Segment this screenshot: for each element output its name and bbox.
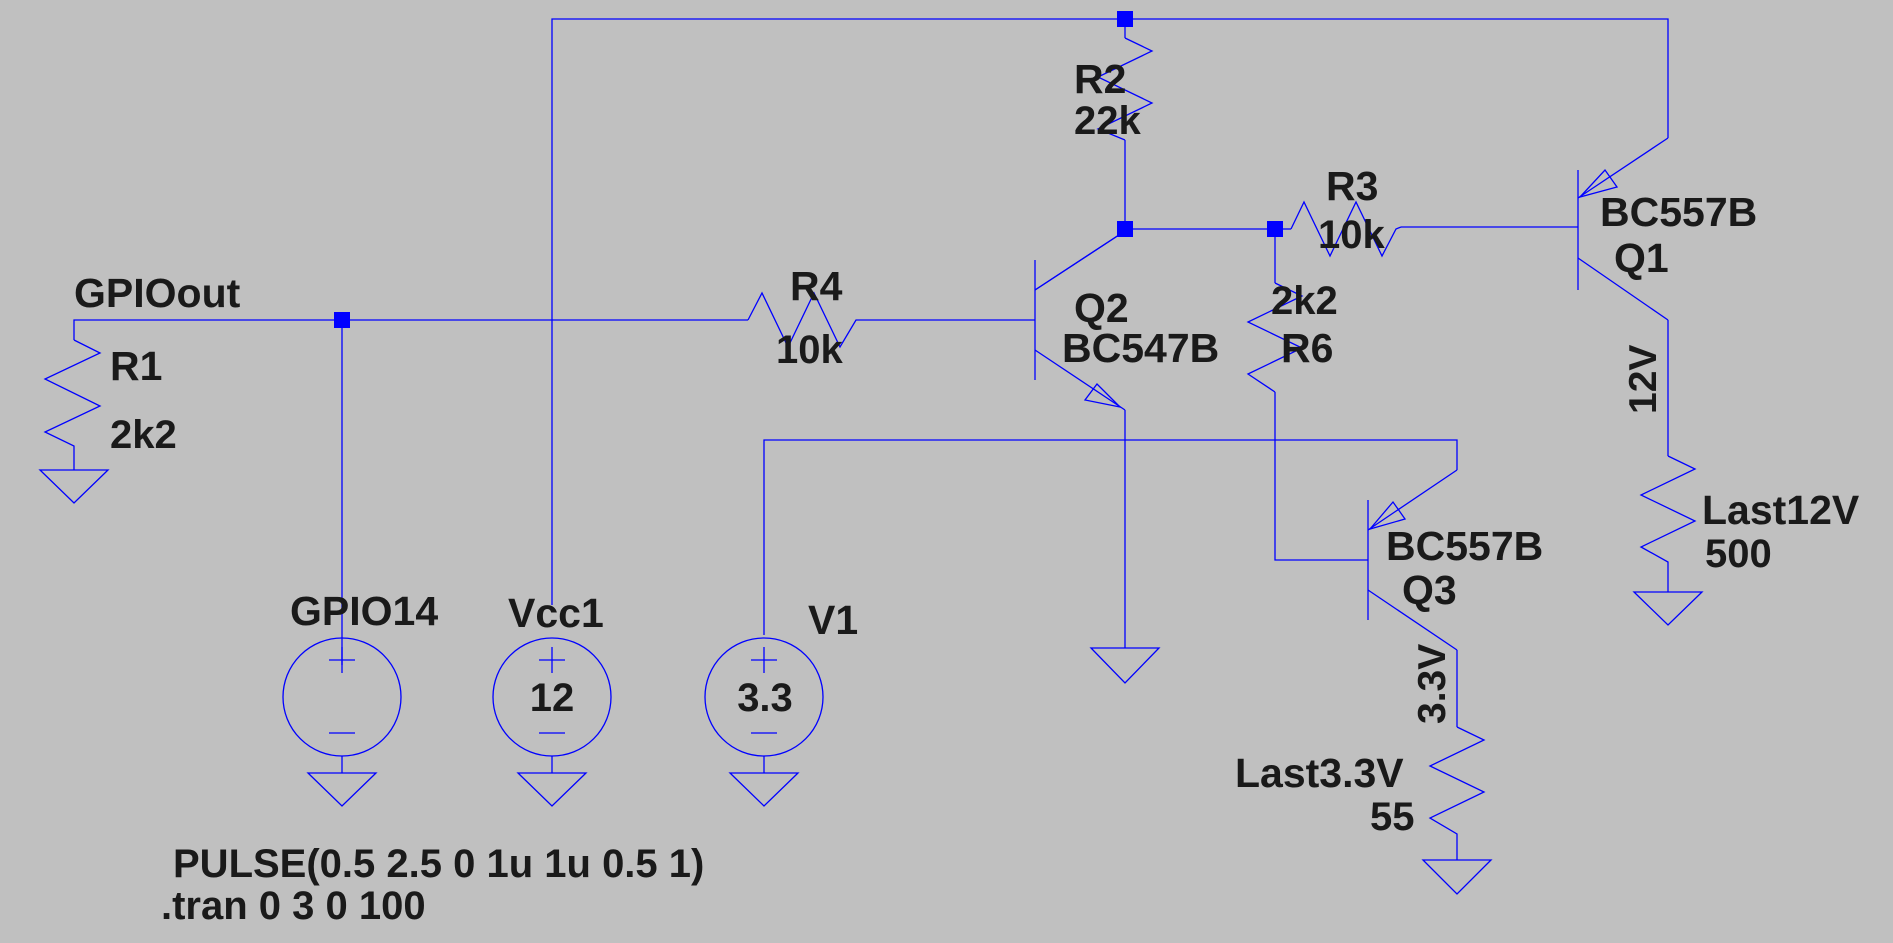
resistor-r3[interactable]: R3 10k — [1290, 163, 1402, 258]
resistor-r6-zigzag — [1246, 282, 1304, 393]
transistor-q1-arrow — [1577, 168, 1619, 199]
grounds — [38, 469, 1704, 895]
transistor-q3-collector — [1367, 589, 1458, 651]
transistor-q3-model: BC557B — [1386, 523, 1543, 569]
transistor-q1-collector — [1577, 257, 1669, 321]
transistor-q2-name: Q2 — [1074, 285, 1129, 331]
resistor-last3v3-name: Last3.3V — [1235, 750, 1404, 796]
wire-r6-q3-base — [1274, 392, 1368, 561]
resistor-r4[interactable]: R4 10k — [747, 263, 870, 372]
transistor-q2[interactable]: Q2 BC547B — [1034, 230, 1219, 411]
resistor-r1[interactable]: R1 2k2 — [43, 339, 177, 470]
transistor-q1-emitter — [1577, 137, 1669, 199]
tran-directive[interactable]: .tran 0 3 0 100 — [161, 884, 426, 928]
resistor-r1-zigzag — [43, 339, 102, 470]
transistor-q3[interactable]: BC557B Q3 — [1367, 469, 1543, 651]
source-vcc1-value: 12 — [530, 676, 575, 720]
source-vcc1-name: Vcc1 — [508, 590, 604, 636]
wire-gpioout — [73, 319, 748, 340]
net-label-12v: 12V — [1622, 345, 1665, 414]
transistor-q1-model: BC557B — [1600, 189, 1757, 235]
transistor-q1-name: Q1 — [1614, 235, 1669, 281]
resistor-last12v-zigzag — [1639, 455, 1697, 592]
transistor-q2-collector — [1034, 230, 1126, 291]
ground-icon-last12v — [1632, 591, 1704, 626]
resistor-r4-value: 10k — [776, 328, 843, 372]
transistor-q2-emitter — [1034, 349, 1126, 411]
resistor-r3-zigzag — [1290, 200, 1402, 258]
resistor-r2-name: R2 — [1074, 56, 1126, 102]
resistor-r6-value: 2k2 — [1271, 279, 1338, 323]
ground-icon-r1 — [38, 469, 110, 504]
ground-icon-last3v3 — [1421, 859, 1493, 895]
pulse-directive[interactable]: PULSE(0.5 2.5 0 1u 1u 0.5 1) — [173, 842, 704, 886]
resistor-last12v[interactable]: Last12V 500 — [1639, 455, 1860, 592]
resistor-r6-name: R6 — [1281, 325, 1333, 371]
junction-r6-r3-node — [1267, 221, 1283, 237]
ground-icon-q2 — [1089, 647, 1161, 684]
junctions — [334, 11, 1283, 328]
resistor-r6[interactable]: 2k2 R6 — [1246, 279, 1338, 393]
wire-top-rail — [551, 18, 1669, 605]
source-gpio14-name: GPIO14 — [290, 588, 438, 634]
resistor-r4-zigzag — [747, 291, 870, 349]
ground-icon-vcc1 — [516, 772, 588, 807]
resistor-r3-value: 10k — [1318, 213, 1385, 257]
transistor-q3-arrow — [1368, 500, 1407, 531]
resistor-r2-value: 22k — [1074, 99, 1141, 143]
source-gpio14[interactable]: GPIO14 — [282, 588, 438, 773]
source-vcc1[interactable]: 12 Vcc1 — [492, 590, 612, 773]
resistor-last3v3-zigzag — [1428, 726, 1486, 860]
wires — [73, 18, 1669, 727]
transistor-q3-name: Q3 — [1402, 567, 1457, 613]
resistor-last12v-name: Last12V — [1702, 487, 1860, 533]
source-v1-value: 3.3 — [737, 676, 793, 720]
junction-gpioout — [334, 312, 350, 328]
source-v1-name: V1 — [808, 597, 858, 643]
junction-top-rail — [1117, 11, 1133, 27]
net-label-3v3: 3.3V — [1411, 644, 1454, 724]
resistor-last3v3[interactable]: Last3.3V 55 — [1235, 726, 1486, 860]
resistor-r4-name: R4 — [790, 263, 843, 309]
ground-icon-gpio14 — [306, 772, 378, 807]
transistor-q1[interactable]: BC557B Q1 — [1577, 137, 1757, 321]
resistor-r3-name: R3 — [1326, 163, 1378, 209]
net-label-gpioout: GPIOout — [74, 270, 241, 316]
source-v1[interactable]: 3.3 V1 — [704, 597, 858, 773]
ground-icon-v1 — [728, 772, 800, 807]
resistor-r2[interactable]: R2 22k — [1074, 37, 1154, 143]
transistor-q2-arrow — [1083, 383, 1122, 409]
transistor-q3-emitter — [1367, 469, 1458, 531]
transistor-q2-model: BC547B — [1062, 325, 1219, 371]
wire-3v3-rail — [763, 439, 1458, 635]
resistor-last12v-value: 500 — [1705, 532, 1772, 576]
resistor-r1-value: 2k2 — [110, 413, 177, 457]
resistor-r1-name: R1 — [110, 343, 162, 389]
resistor-last3v3-value: 55 — [1370, 795, 1415, 839]
resistor-r2-zigzag — [1096, 37, 1154, 141]
